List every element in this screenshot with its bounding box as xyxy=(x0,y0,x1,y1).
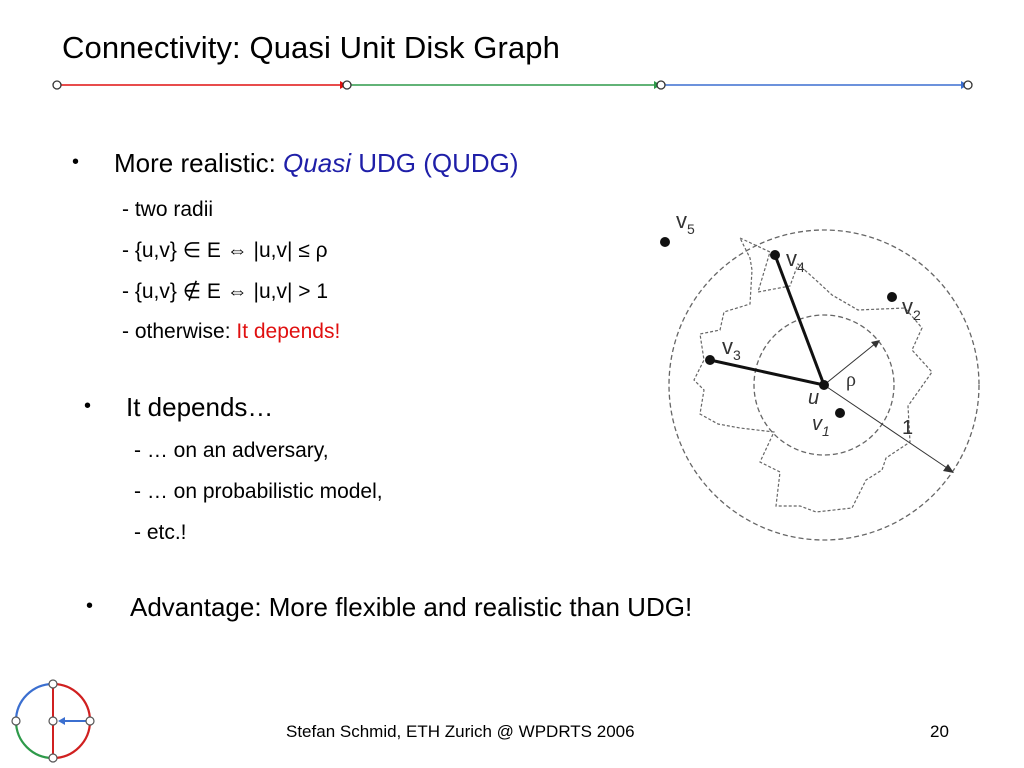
node-u xyxy=(819,380,829,390)
bullet-text: Advantage: More flexible and realistic t… xyxy=(130,592,693,622)
sub-adversary: - … on an adversary, xyxy=(134,439,329,462)
inner-radius-circle xyxy=(753,314,895,456)
footer-author: Stefan Schmid, ETH Zurich @ WPDRTS 2006 xyxy=(286,722,635,741)
sub-etc: - etc.! xyxy=(134,521,187,544)
node-subscript: 3 xyxy=(733,347,741,363)
page-number: 20 xyxy=(930,722,949,741)
logo-graph-icon xyxy=(11,679,95,763)
unit-radius-arrow xyxy=(823,384,951,471)
sub-non-edge-condition: - {u,v} ∉ E ⇔ |u,v| > 1 xyxy=(122,280,329,303)
bullet-emphasis: Quasi xyxy=(283,148,351,178)
sub-otherwise: - otherwise: It depends! xyxy=(122,320,340,344)
bullet-marker: • xyxy=(84,395,92,417)
sub-probabilistic: - … on probabilistic model, xyxy=(134,480,383,503)
header-rule xyxy=(52,80,973,90)
node-v1 xyxy=(835,408,845,418)
label-v3: v3 xyxy=(722,334,741,363)
bullet-suffix: UDG (QUDG) xyxy=(350,148,519,178)
qudg-diagram: v5 v4 v2 v3 u v1 ρ 1 xyxy=(660,208,980,541)
edge-u-v3 xyxy=(709,358,825,387)
label-v4: v4 xyxy=(786,246,805,275)
node-subscript: 5 xyxy=(687,221,695,237)
slide-title: Connectivity: Quasi Unit Disk Graph xyxy=(62,30,560,65)
label-one: 1 xyxy=(902,417,913,439)
label-v1: v1 xyxy=(812,413,830,439)
node-v5 xyxy=(660,237,670,247)
label-u: u xyxy=(808,387,819,409)
irregular-region xyxy=(693,236,933,513)
outer-radius-circle xyxy=(668,229,980,541)
label-v5: v5 xyxy=(676,208,695,237)
node-v4 xyxy=(770,250,780,260)
node-subscript: 1 xyxy=(822,423,830,439)
edge-u-v4 xyxy=(773,254,826,386)
rho-arrow xyxy=(823,342,877,386)
bullet-marker: • xyxy=(72,151,80,173)
sub-edge-condition: - {u,v} ∈ E ⇔ |u,v| ≤ ρ xyxy=(122,239,328,262)
label-v2: v2 xyxy=(902,294,921,323)
bullet-prefix: More realistic: xyxy=(114,148,284,178)
otherwise-prefix: - otherwise: xyxy=(122,320,237,343)
otherwise-highlight: It depends! xyxy=(236,320,341,343)
node-v2 xyxy=(887,292,897,302)
bullet-marker: • xyxy=(86,595,94,617)
sub-two-radii: - two radii xyxy=(122,198,214,221)
node-subscript: 2 xyxy=(913,307,921,323)
label-rho: ρ xyxy=(846,369,856,391)
node-subscript: 4 xyxy=(797,259,805,275)
node-v3 xyxy=(705,355,715,365)
bullet-text: It depends… xyxy=(126,392,274,422)
